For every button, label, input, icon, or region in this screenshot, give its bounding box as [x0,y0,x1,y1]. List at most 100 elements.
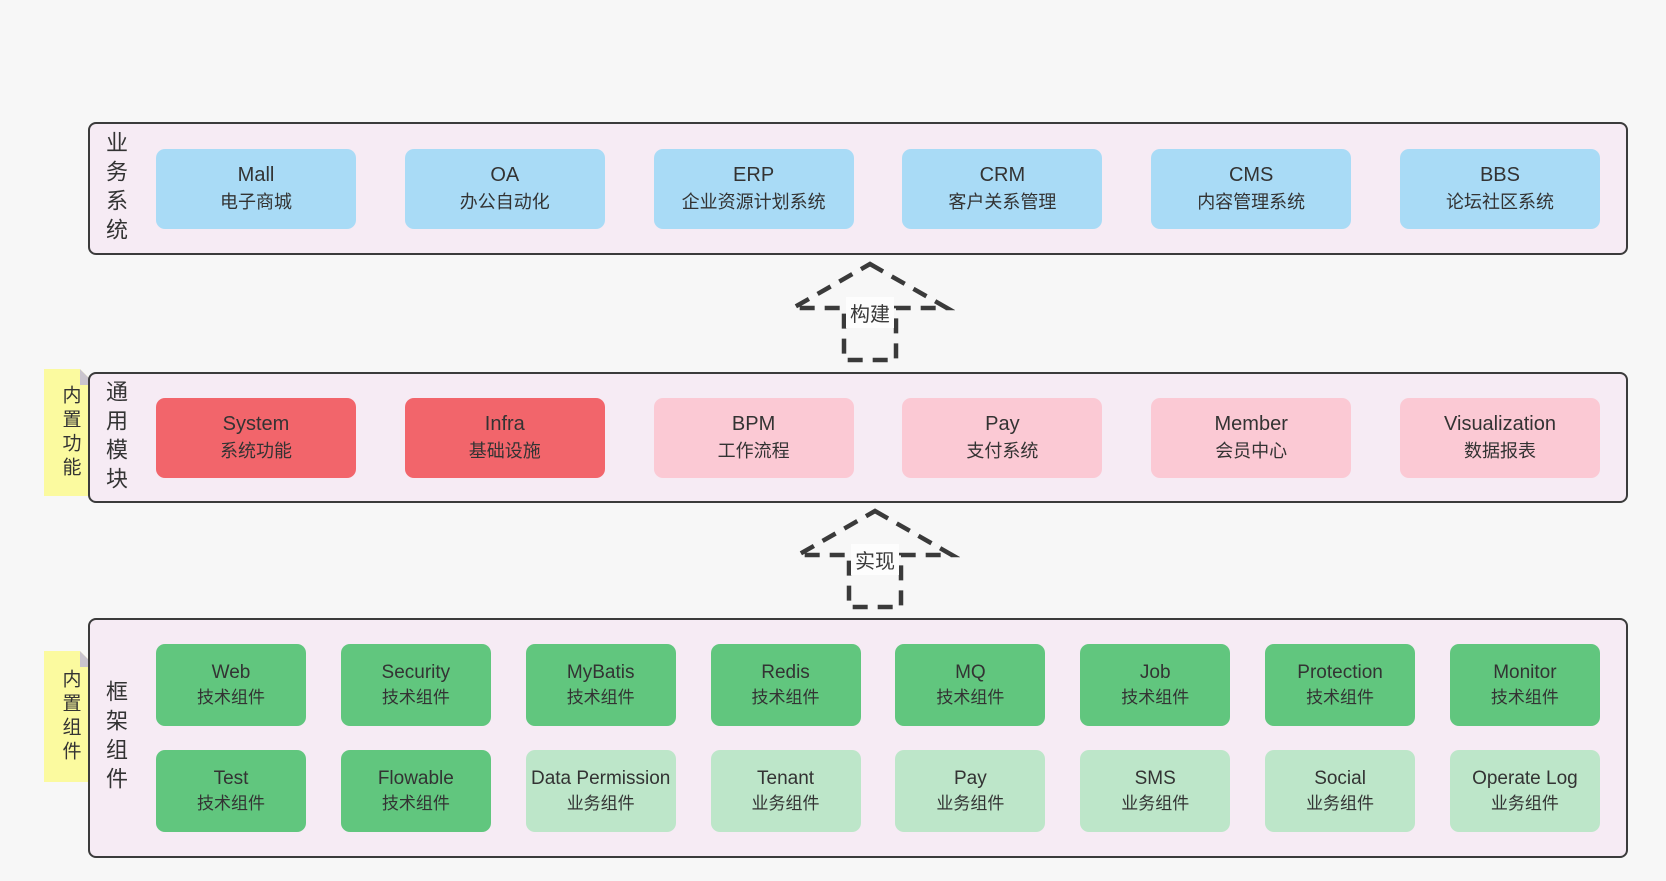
box-subtitle: 论坛社区系统 [1445,191,1554,212]
box-member: Member 会员中心 [1151,397,1352,478]
box-title: Pay [954,768,987,790]
common-modules-boxes: System 系统功能 Infra 基础设施 BPM 工作流程 Pay 支付系统… [126,397,1626,478]
box-mybatis: MyBatis 技术组件 [525,644,676,726]
box-oa: OA 办公自动化 [404,148,605,229]
box-erp: ERP 企业资源计划系统 [653,148,854,229]
box-title: Web [211,662,251,684]
box-monitor: Monitor 技术组件 [1449,644,1600,726]
box-subtitle: 业务组件 [1121,793,1190,813]
box-subtitle: 技术组件 [566,687,635,707]
box-title: Security [381,662,451,684]
box-mq: MQ 技术组件 [895,644,1046,726]
dashed-up-arrow-icon [790,508,960,610]
box-subtitle: 技术组件 [197,793,265,813]
box-crm: CRM 客户关系管理 [902,148,1103,229]
box-web: Web 技术组件 [156,644,306,726]
box-operate-log: Operate Log 业务组件 [1449,750,1600,832]
box-flowable: Flowable 技术组件 [340,750,491,832]
box-title: CRM [979,164,1026,187]
section-label-business-systems: 业务系统 [103,130,128,247]
box-subtitle: 电子商城 [220,191,292,212]
box-title: Operate Log [1472,768,1578,790]
box-title: OA [490,164,520,187]
box-subtitle: 会员中心 [1215,440,1288,461]
box-job: Job 技术组件 [1080,644,1231,726]
box-title: Job [1139,662,1171,684]
box-subtitle: 业务组件 [566,793,635,813]
sticky-note-label: 内置组件 [59,668,81,765]
box-subtitle: 业务组件 [1490,793,1559,813]
box-title: Monitor [1493,662,1557,684]
box-subtitle: 技术组件 [381,793,450,813]
box-social: Social 业务组件 [1265,750,1416,832]
box-title: CMS [1228,164,1274,187]
box-subtitle: 数据报表 [1463,440,1536,461]
business-systems-boxes: Mall 电子商城 OA 办公自动化 ERP 企业资源计划系统 CRM 客户关系… [126,148,1626,229]
box-subtitle: 业务组件 [936,793,1005,813]
sticky-note-label: 内置功能 [59,384,81,481]
box-sms: SMS 业务组件 [1080,750,1231,832]
box-title: Infra [484,413,525,436]
section-business-systems: 业务系统 Mall 电子商城 OA 办公自动化 ERP 企业资源计划系统 CRM… [88,122,1628,255]
box-test: Test 技术组件 [156,750,306,832]
box-subtitle: 内容管理系统 [1197,191,1306,212]
box-title: MyBatis [566,662,635,684]
box-protection: Protection 技术组件 [1265,644,1416,726]
box-infra: Infra 基础设施 [404,397,605,478]
box-title: BPM [731,413,776,436]
box-subtitle: 支付系统 [966,440,1039,461]
framework-components-boxes: Web 技术组件 Security 技术组件 MyBatis 技术组件 Redi… [126,644,1626,832]
box-title: ERP [733,164,775,187]
box-bbs: BBS 论坛社区系统 [1399,148,1600,229]
implement-arrow: 实现 [790,506,960,612]
box-mall: Mall 电子商城 [156,148,356,229]
box-title: Tenant [757,768,815,790]
box-subtitle: 客户关系管理 [948,191,1057,212]
build-arrow-label: 构建 [846,297,894,328]
box-subtitle: 工作流程 [717,440,790,461]
box-subtitle: 技术组件 [381,687,450,707]
section-label-common-modules: 通用模块 [103,379,128,496]
box-subtitle: 技术组件 [1121,687,1190,707]
box-subtitle: 办公自动化 [459,191,550,212]
box-pay-module: Pay 支付系统 [902,397,1103,478]
build-arrow: 构建 [785,259,955,365]
box-title: Data Permission [530,768,671,790]
box-subtitle: 技术组件 [751,687,820,707]
box-title: Social [1314,768,1366,790]
box-subtitle: 技术组件 [1490,687,1559,707]
box-subtitle: 技术组件 [1306,687,1375,707]
box-title: BBS [1479,164,1520,187]
dashed-up-arrow-icon [785,261,955,363]
box-title: Protection [1297,662,1383,684]
box-visualization: Visualization 数据报表 [1399,397,1600,478]
box-tenant: Tenant 业务组件 [710,750,861,832]
box-title: SMS [1134,768,1176,790]
tech-components-row: Web 技术组件 Security 技术组件 MyBatis 技术组件 Redi… [156,644,1600,726]
box-subtitle: 企业资源计划系统 [681,191,826,212]
box-redis: Redis 技术组件 [710,644,861,726]
box-title: Visualization [1444,413,1556,436]
box-security: Security 技术组件 [340,644,491,726]
box-cms: CMS 内容管理系统 [1151,148,1352,229]
box-title: Test [213,768,249,790]
box-pay-component: Pay 业务组件 [895,750,1046,832]
box-title: Pay [985,413,1020,436]
box-subtitle: 业务组件 [1306,793,1375,813]
implement-arrow-label: 实现 [851,544,899,575]
box-subtitle: 技术组件 [936,687,1005,707]
section-framework-components: 框架组件 Web 技术组件 Security 技术组件 MyBatis 技术组件… [88,618,1628,858]
section-common-modules: 通用模块 System 系统功能 Infra 基础设施 BPM 工作流程 Pay… [88,372,1628,503]
box-title: Flowable [377,768,454,790]
box-title: Redis [761,662,810,684]
box-subtitle: 基础设施 [468,440,541,461]
box-subtitle: 系统功能 [220,440,292,461]
business-components-row: Test 技术组件 Flowable 技术组件 Data Permission … [156,750,1600,832]
box-title: Member [1214,413,1288,436]
box-title: System [222,413,290,436]
section-label-framework-components: 框架组件 [103,680,128,796]
box-subtitle: 技术组件 [197,687,265,707]
box-data-permission: Data Permission 业务组件 [525,750,676,832]
box-title: MQ [955,662,986,684]
